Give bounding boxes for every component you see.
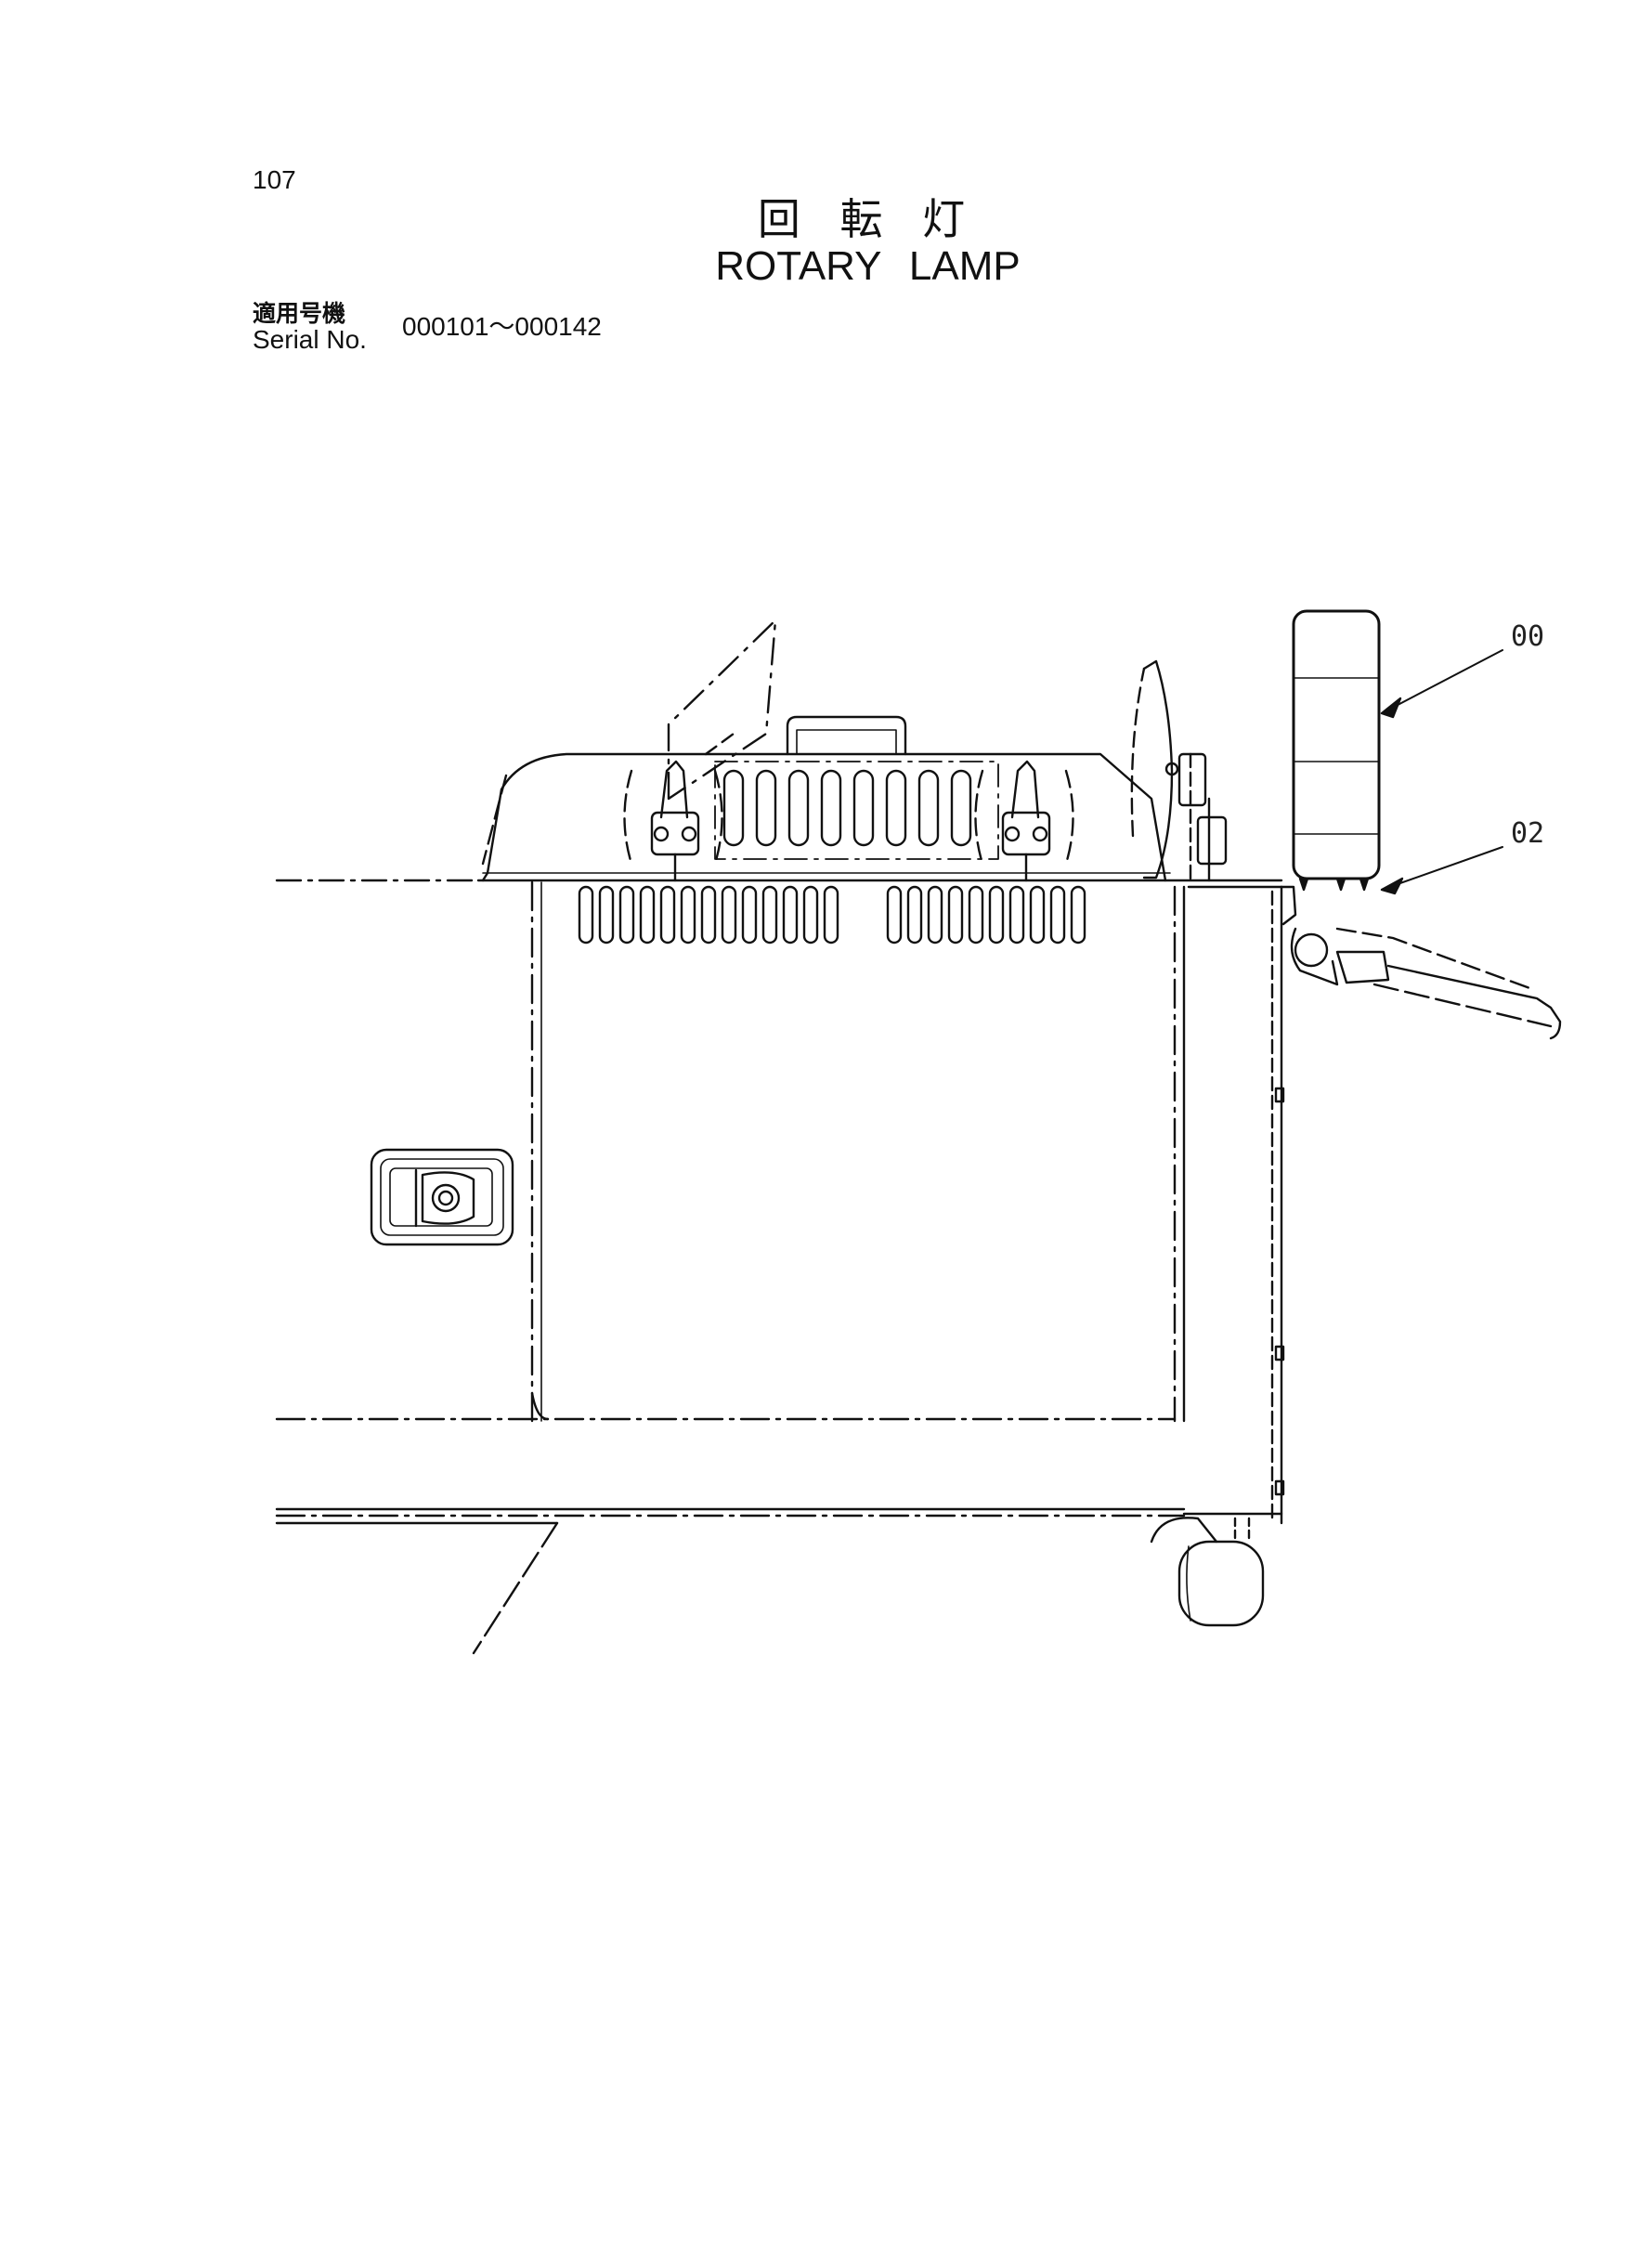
latch-left xyxy=(623,760,723,882)
serial-label-japanese: 適用号機 xyxy=(253,300,346,327)
leader-arrow-02 xyxy=(1380,877,1404,895)
callout-00: 00 xyxy=(1511,620,1544,653)
column-bolt xyxy=(1274,1345,1285,1362)
callout-02: 02 xyxy=(1511,817,1544,850)
serial-range: 000101～000142 xyxy=(402,312,602,341)
serial-label-english: Serial No. xyxy=(253,325,367,354)
roof-handle xyxy=(786,715,907,756)
cab-bottom-corner xyxy=(530,1391,550,1421)
leader-line-00 xyxy=(1381,649,1503,714)
page-title-japanese: 回 転 灯 xyxy=(757,194,979,244)
rotary-lamp xyxy=(1292,609,1381,892)
lower-grille xyxy=(578,885,1086,945)
page-number: 107 xyxy=(253,165,296,194)
roof-grille xyxy=(722,769,972,847)
bottom-roller xyxy=(1150,1517,1265,1627)
hatch-dashed xyxy=(667,619,777,801)
mirror-assembly xyxy=(1130,659,1228,882)
leader-arrow-00 xyxy=(1380,697,1402,719)
hatch-dashed-inner xyxy=(704,732,735,756)
column-bolt xyxy=(1274,1479,1285,1496)
frame-diagonal-dashed xyxy=(472,1521,559,1655)
leader-line-02 xyxy=(1381,846,1503,891)
grille-frame-dashed xyxy=(714,761,999,860)
roof-handle-inner xyxy=(796,729,897,755)
lamp-bracket xyxy=(1280,885,1562,1040)
door-handle xyxy=(370,1148,514,1246)
column-bolt xyxy=(1274,1087,1285,1103)
roof-dash-left xyxy=(481,774,508,866)
page-title-english: ROTARY LAMP xyxy=(715,243,1021,289)
latch-right xyxy=(974,760,1074,882)
